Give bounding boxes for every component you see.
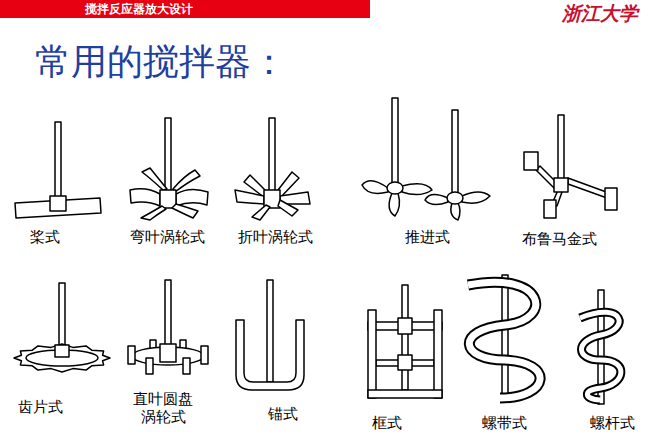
agitator-name: 桨式: [30, 228, 60, 246]
agitator-name: 锚式: [268, 405, 298, 423]
disk-turbine: [128, 280, 208, 374]
university-logo: 浙江大学: [562, 2, 638, 25]
agitator-name: 直叶圆盘 涡轮式: [130, 390, 196, 426]
agitator-name: 布鲁马金式: [522, 230, 597, 248]
screw-agitator: [580, 290, 621, 404]
sawtooth-disk-agitator: [14, 283, 110, 372]
agitator-name: 框式: [372, 414, 402, 432]
curved-blade-turbine: [130, 118, 208, 220]
anchor-agitator: [236, 280, 304, 390]
slide-title: 常用的搅拌器：: [35, 40, 287, 83]
agitator-name: 螺带式: [482, 414, 527, 432]
pitched-blade-turbine: [235, 118, 310, 220]
propeller-agitator: [362, 98, 490, 220]
agitator-name: 弯叶涡轮式: [130, 228, 205, 246]
brumagin-agitator: [524, 115, 617, 218]
header-text: 搅拌反应器放大设计: [85, 1, 193, 17]
agitator-name: 折叶涡轮式: [238, 228, 313, 246]
helical-ribbon-agitator: [468, 275, 540, 400]
agitator-name: 推进式: [405, 228, 450, 246]
frame-agitator: [368, 285, 442, 398]
agitator-name: 螺杆式: [590, 414, 635, 432]
agitator-name: 齿片式: [18, 398, 63, 416]
paddle-agitator: [15, 122, 101, 218]
